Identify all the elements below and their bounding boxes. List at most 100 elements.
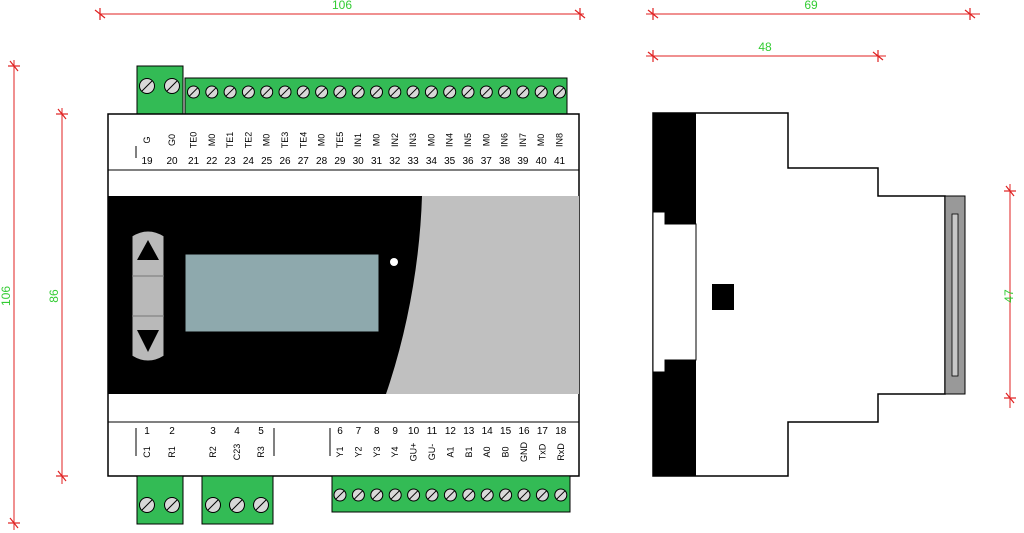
dim-ticks-side-height bbox=[1004, 185, 1016, 404]
top-terminal-label: M0 bbox=[426, 134, 436, 147]
bottom-terminal-number: 6 bbox=[337, 426, 343, 437]
bottom-terminal-label: RxD bbox=[556, 443, 566, 461]
top-terminal-label: M0 bbox=[262, 134, 272, 147]
bottom-terminal-label: R1 bbox=[167, 446, 177, 458]
top-terminal-number: 31 bbox=[371, 156, 383, 167]
bottom-terminal-screw bbox=[480, 488, 494, 502]
bottom-terminal-screw bbox=[351, 488, 365, 502]
top-terminal-screw bbox=[296, 85, 310, 99]
bottom-terminal-label: R2 bbox=[208, 446, 218, 458]
bottom-terminal-screw bbox=[517, 488, 531, 502]
top-terminal-screw bbox=[241, 85, 255, 99]
top-terminal-number: 28 bbox=[316, 156, 328, 167]
top-terminal-label: M0 bbox=[372, 134, 382, 147]
top-terminal-label: IN7 bbox=[518, 133, 528, 147]
top-terminal-label: IN6 bbox=[500, 133, 510, 147]
dim-label-front-height-outer: 106 bbox=[0, 286, 13, 306]
top-terminal-screw bbox=[278, 85, 292, 99]
dim-label-front-height-inner: 86 bbox=[47, 289, 61, 303]
top-terminal-label: IN3 bbox=[408, 133, 418, 147]
bottom-terminal-screw bbox=[554, 488, 568, 502]
bottom-terminal-number: 8 bbox=[374, 426, 380, 437]
top-terminal-screw bbox=[443, 85, 457, 99]
bottom-terminal-labels: 1C12R13R24C235R36Y17Y28Y39Y410GU+11GU-12… bbox=[142, 426, 567, 462]
top-terminal-number: 39 bbox=[517, 156, 529, 167]
top-terminal-screw bbox=[315, 85, 329, 99]
top-terminal-label: G0 bbox=[167, 134, 177, 146]
dim-label-side-height: 47 bbox=[1002, 289, 1016, 303]
top-terminal-number: 36 bbox=[462, 156, 474, 167]
bottom-terminal-screw bbox=[535, 488, 549, 502]
top-terminal-screw bbox=[424, 85, 438, 99]
top-terminal-screw bbox=[351, 85, 365, 99]
bottom-terminal-screw bbox=[388, 488, 402, 502]
status-led bbox=[390, 258, 398, 266]
bottom-terminal-number: 17 bbox=[537, 426, 549, 437]
top-terminal-label: IN5 bbox=[463, 133, 473, 147]
dim-label-front-width: 106 bbox=[332, 0, 352, 12]
top-terminal-label: IN1 bbox=[353, 133, 363, 147]
top-terminal-label: TE0 bbox=[189, 132, 199, 149]
top-terminal-screw bbox=[461, 85, 475, 99]
bottom-terminal-screw bbox=[370, 488, 384, 502]
up-arrow-icon[interactable] bbox=[137, 240, 159, 260]
bottom-terminal-number: 13 bbox=[463, 426, 475, 437]
top-terminal-screw bbox=[164, 78, 180, 94]
top-terminal-number: 35 bbox=[444, 156, 456, 167]
bottom-terminal-label: Y2 bbox=[353, 446, 363, 457]
bottom-terminal-number: 5 bbox=[258, 426, 264, 437]
top-terminal-number: 34 bbox=[426, 156, 438, 167]
bottom-terminal-number: 15 bbox=[500, 426, 512, 437]
top-terminal-screw bbox=[187, 85, 200, 99]
top-terminal-labels: G19G020TE021M022TE123TE224M025TE326TE427… bbox=[141, 132, 565, 167]
top-terminal-screw bbox=[534, 85, 548, 99]
top-terminal-label: M0 bbox=[481, 134, 491, 147]
bottom-terminal-number: 3 bbox=[210, 426, 216, 437]
bottom-terminal-screw bbox=[229, 497, 245, 513]
bottom-terminal-label: Y1 bbox=[335, 446, 345, 457]
dim-label-side-front-depth: 48 bbox=[758, 40, 772, 54]
dim-ticks-front-height-outer bbox=[8, 60, 20, 529]
front-panel-grey-cover bbox=[386, 196, 579, 394]
dim-ticks-front-height-inner bbox=[56, 108, 68, 482]
top-terminal-number: 37 bbox=[481, 156, 493, 167]
top-terminal-screw bbox=[205, 85, 219, 99]
bottom-terminal-screw bbox=[462, 488, 476, 502]
bottom-terminal-label: GU- bbox=[427, 444, 437, 461]
top-terminal-label: M0 bbox=[536, 134, 546, 147]
top-terminal-label: IN2 bbox=[390, 133, 400, 147]
top-terminal-number: 40 bbox=[536, 156, 548, 167]
top-terminal-label: IN8 bbox=[555, 133, 565, 147]
top-terminal-screw bbox=[260, 85, 274, 99]
din-rail-slot bbox=[652, 211, 697, 373]
down-arrow-icon[interactable] bbox=[137, 330, 159, 352]
bottom-terminal-screw bbox=[253, 497, 269, 513]
bottom-terminal-number: 7 bbox=[356, 426, 362, 437]
top-terminal-number: 19 bbox=[141, 156, 153, 167]
top-terminal-screw bbox=[388, 85, 402, 99]
top-terminal-label: TE4 bbox=[298, 132, 308, 149]
dim-label-side-depth: 69 bbox=[804, 0, 818, 12]
bottom-terminal-screw bbox=[407, 488, 421, 502]
bottom-terminal-label: GND bbox=[519, 442, 529, 463]
side-housing-outline bbox=[652, 112, 946, 477]
top-terminal-number: 22 bbox=[206, 156, 218, 167]
bottom-terminal-screw bbox=[499, 488, 513, 502]
top-terminal-number: 30 bbox=[353, 156, 365, 167]
top-terminal-screw bbox=[498, 85, 512, 99]
top-terminal-number: 27 bbox=[298, 156, 310, 167]
top-terminal-label: TE3 bbox=[280, 132, 290, 149]
top-terminal-screw bbox=[333, 85, 347, 99]
bottom-terminal-label: GU+ bbox=[409, 443, 419, 462]
bottom-terminal-number: 11 bbox=[427, 426, 438, 437]
bottom-terminal-number: 9 bbox=[392, 426, 398, 437]
top-terminal-label: G bbox=[142, 136, 152, 143]
top-terminal-screw bbox=[516, 85, 530, 99]
bottom-terminal-number: 18 bbox=[555, 426, 567, 437]
top-terminal-label: IN4 bbox=[445, 133, 455, 147]
top-terminal-label: TE1 bbox=[225, 132, 235, 149]
bottom-terminal-number: 16 bbox=[518, 426, 530, 437]
bottom-terminal-label: Y4 bbox=[390, 446, 400, 457]
bottom-terminal-number: 2 bbox=[169, 426, 175, 437]
